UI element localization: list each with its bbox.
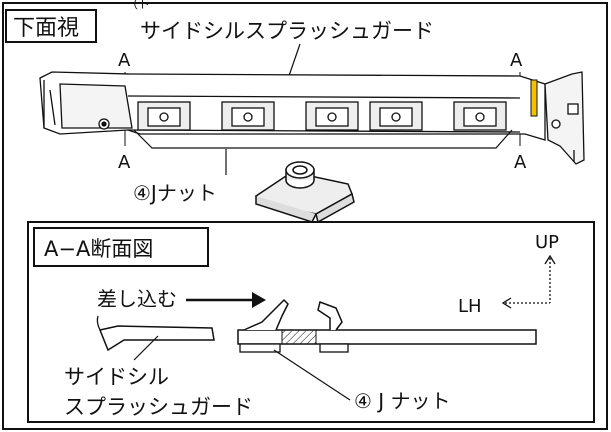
guard-label-line1: サイドシル bbox=[64, 365, 169, 389]
section-title-box bbox=[33, 227, 209, 267]
direction-up-label: UP bbox=[535, 232, 559, 253]
nut-callout-section: ④ J ナット bbox=[354, 389, 451, 413]
section-mark-a: A bbox=[514, 152, 527, 173]
sill-section-with-nut bbox=[237, 298, 537, 353]
nut-section-leader-line bbox=[273, 349, 351, 401]
guard-label-line2: スプラッシュガード bbox=[64, 395, 253, 419]
lh-arrow-icon bbox=[501, 297, 512, 309]
splash-guard-part bbox=[39, 71, 585, 165]
section-title: A−A断面図 bbox=[44, 237, 153, 261]
direction-lh-label: LH bbox=[458, 296, 482, 317]
insert-arrow-icon bbox=[252, 292, 266, 308]
yellow-marker bbox=[530, 79, 538, 117]
top-fragment-text: （ト bbox=[126, 0, 150, 11]
clip-pocket bbox=[453, 101, 507, 131]
section-mark-a: A bbox=[118, 152, 131, 173]
insert-label: 差し込む bbox=[97, 287, 177, 311]
view-title: 下面視 bbox=[13, 16, 79, 41]
part-label: サイドシルスプラッシュガード bbox=[140, 19, 434, 43]
nut-callout-label: ④Jナット bbox=[133, 181, 217, 205]
clip-pocket bbox=[221, 101, 275, 131]
section-view-frame bbox=[27, 221, 595, 423]
view-title-box bbox=[5, 9, 97, 43]
clip-pocket bbox=[369, 101, 423, 131]
guard-leader-line bbox=[133, 335, 159, 361]
guard-section-edge bbox=[96, 315, 101, 331]
clip-pocket bbox=[137, 101, 191, 131]
j-nut-illustration bbox=[254, 161, 355, 224]
guard-section-piece bbox=[98, 325, 215, 352]
section-mark-a: A bbox=[510, 50, 523, 71]
clip-pocket bbox=[305, 101, 359, 131]
section-mark-a: A bbox=[118, 50, 131, 71]
nut-bracket-line bbox=[133, 129, 513, 149]
up-arrow-icon bbox=[544, 254, 556, 265]
